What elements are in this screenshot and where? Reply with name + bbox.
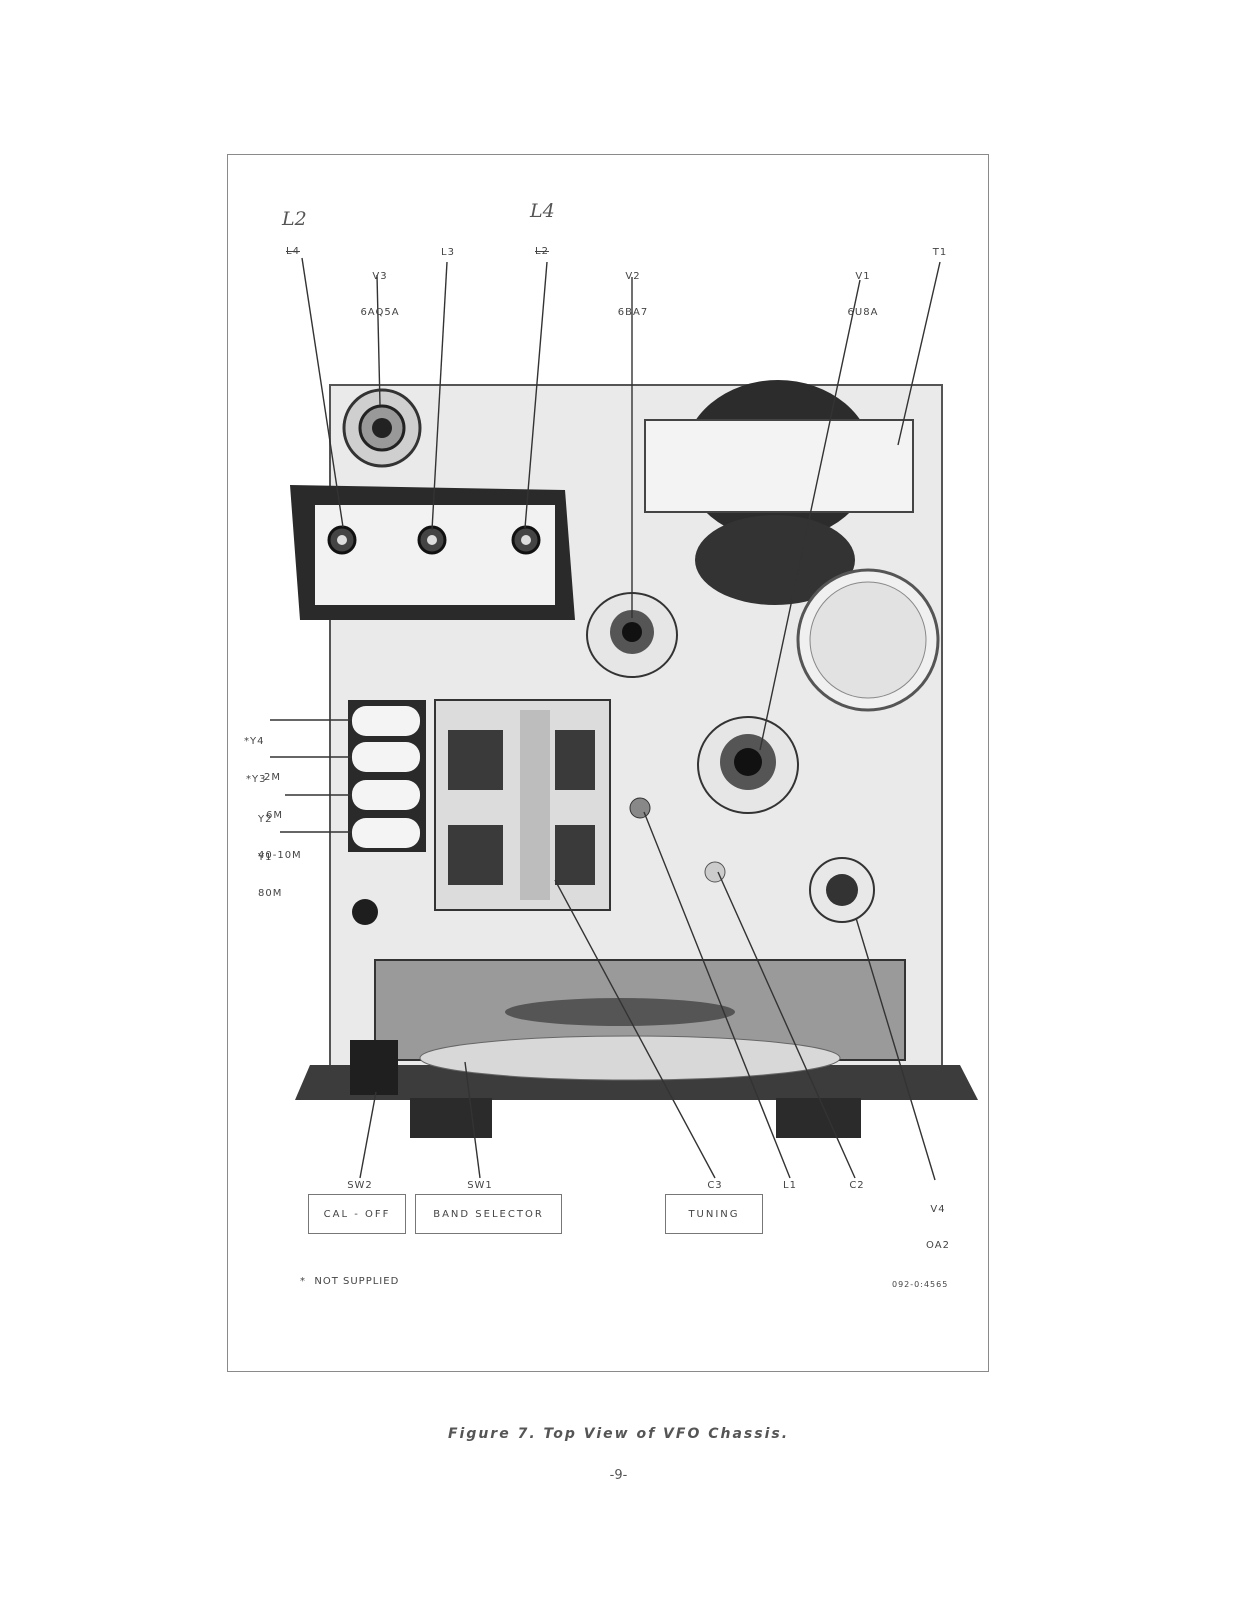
tuning-box: TUNING — [665, 1194, 763, 1234]
v2-tube-socket — [586, 592, 678, 678]
filter-capacitor-can — [796, 568, 940, 712]
struck-label-l2: L2 — [535, 246, 549, 257]
label-c2: C2 — [849, 1180, 865, 1191]
leader-lines — [270, 257, 941, 1181]
cal-off-box: CAL - OFF — [308, 1194, 406, 1234]
trimmer-c2 — [704, 861, 726, 883]
label-v3: V3 6AQ5A — [360, 271, 400, 318]
front-panel-dial — [295, 899, 978, 1138]
label-v1: V1 6U8A — [847, 271, 879, 318]
coil-shield-box — [290, 485, 575, 620]
trimmer-l1 — [629, 797, 651, 819]
label-sw1: SW1 — [467, 1180, 493, 1191]
label-v4: V4 OA2 — [926, 1204, 950, 1251]
crystal-label-y3: *Y3 6M — [246, 774, 283, 821]
crystal-sockets — [348, 700, 426, 852]
crystal-label-y1: Y1 80M — [258, 852, 283, 899]
crystal-label-y4: *Y4 2M — [244, 736, 281, 783]
label-l3: L3 — [441, 247, 455, 258]
crystal-label-y2: Y2 40-10M — [258, 814, 302, 861]
page-number: -9- — [609, 1468, 628, 1483]
struck-label-l4: L4 — [286, 246, 300, 257]
v3-tube-socket — [342, 388, 422, 468]
footnote-not-supplied: * NOT SUPPLIED — [300, 1276, 400, 1287]
label-sw2: SW2 — [347, 1180, 373, 1191]
label-v2: V2 6BA7 — [617, 271, 649, 318]
handwritten-l2: L2 — [282, 208, 307, 230]
transformer-t1 — [644, 380, 914, 605]
figure-frame — [227, 154, 989, 1372]
tuning-capacitor-c3 — [434, 699, 611, 911]
label-c3: C3 — [707, 1180, 723, 1191]
label-l1: L1 — [783, 1180, 797, 1191]
figure-caption: Figure 7. Top View of VFO Chassis. — [447, 1426, 790, 1442]
label-t1: T1 — [932, 247, 948, 258]
v1-tube-socket — [697, 716, 799, 814]
band-selector-box: BAND SELECTOR — [415, 1194, 562, 1234]
part-number: 092-0:4565 — [892, 1280, 949, 1289]
handwritten-l4: L4 — [530, 200, 555, 222]
v4-tube-socket — [809, 857, 875, 923]
